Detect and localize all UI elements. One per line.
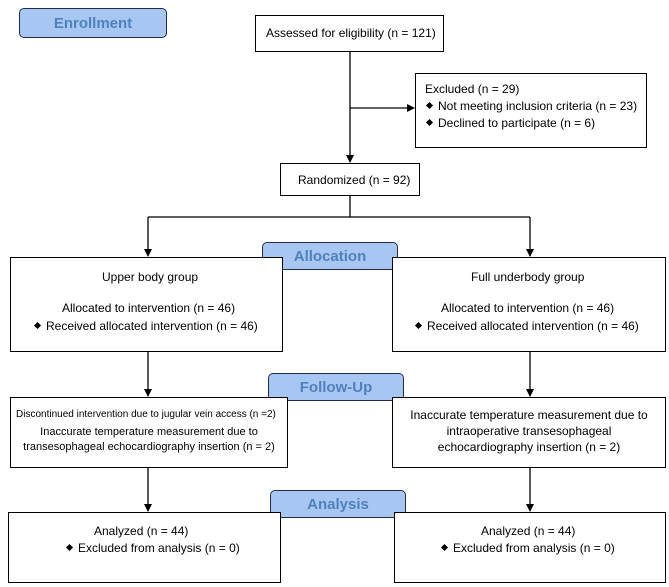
- assessed-box: Assessed for eligibility (n = 121): [255, 15, 444, 52]
- bullet-icon: [65, 543, 74, 552]
- upper-followup-line-2: Inaccurate temperature measurement due t…: [40, 426, 258, 438]
- full-followup-box: Inaccurate temperature measurement due t…: [392, 397, 666, 468]
- bullet-icon: [414, 321, 423, 330]
- excluded-item: Declined to participate (n = 6): [425, 116, 595, 131]
- upper-analysis-box: Analyzed (n = 44) Excluded from analysis…: [8, 512, 281, 583]
- upper-received-text: Received allocated intervention (n = 46): [33, 319, 258, 334]
- excluded-box: Excluded (n = 29) Not meeting inclusion …: [415, 73, 647, 148]
- upper-allocated-text: Allocated to intervention (n = 46): [62, 301, 236, 315]
- upper-followup-line-3: transesophageal echocardiography inserti…: [23, 441, 275, 453]
- upper-followup-box: Discontinued intervention due to jugular…: [10, 397, 288, 468]
- full-allocated-text: Allocated to intervention (n = 46): [441, 301, 615, 315]
- excluded-title: Excluded (n = 29): [425, 82, 520, 96]
- upper-excluded-analysis-text: Excluded from analysis (n = 0): [65, 541, 240, 556]
- randomized-text: Randomized (n = 92): [298, 173, 411, 187]
- full-analyzed-text: Analyzed (n = 44): [481, 524, 576, 538]
- bullet-icon: [33, 321, 42, 330]
- full-group-title: Full underbody group: [471, 270, 585, 284]
- randomized-box: Randomized (n = 92): [280, 163, 420, 196]
- excluded-item: Not meeting inclusion criteria (n = 23): [425, 99, 637, 114]
- bullet-icon: [425, 118, 434, 127]
- upper-group-title: Upper body group: [102, 270, 199, 284]
- full-received-text: Received allocated intervention (n = 46): [414, 319, 639, 334]
- allocation-phase-label: Allocation: [262, 242, 398, 270]
- analysis-phase-label: Analysis: [270, 490, 406, 518]
- upper-allocation-box: Upper body group Allocated to interventi…: [10, 257, 283, 352]
- full-followup-line-2: intraoperative transesophageal: [446, 424, 612, 438]
- full-followup-line-3: echocardiography insertion (n = 2): [437, 440, 621, 454]
- bullet-icon: [425, 101, 434, 110]
- full-analysis-box: Analyzed (n = 44) Excluded from analysis…: [394, 512, 666, 583]
- full-excluded-analysis-text: Excluded from analysis (n = 0): [440, 541, 615, 556]
- bullet-icon: [440, 543, 449, 552]
- upper-followup-line-1: Discontinued intervention due to jugular…: [16, 409, 276, 420]
- follow-up-phase-label: Follow-Up: [268, 373, 404, 401]
- full-allocation-box: Full underbody group Allocated to interv…: [392, 257, 666, 352]
- full-followup-line-1: Inaccurate temperature measurement due t…: [410, 408, 648, 422]
- upper-analyzed-text: Analyzed (n = 44): [94, 524, 189, 538]
- assessed-text: Assessed for eligibility (n = 121): [266, 26, 436, 40]
- enrollment-phase-label: Enrollment: [19, 8, 167, 38]
